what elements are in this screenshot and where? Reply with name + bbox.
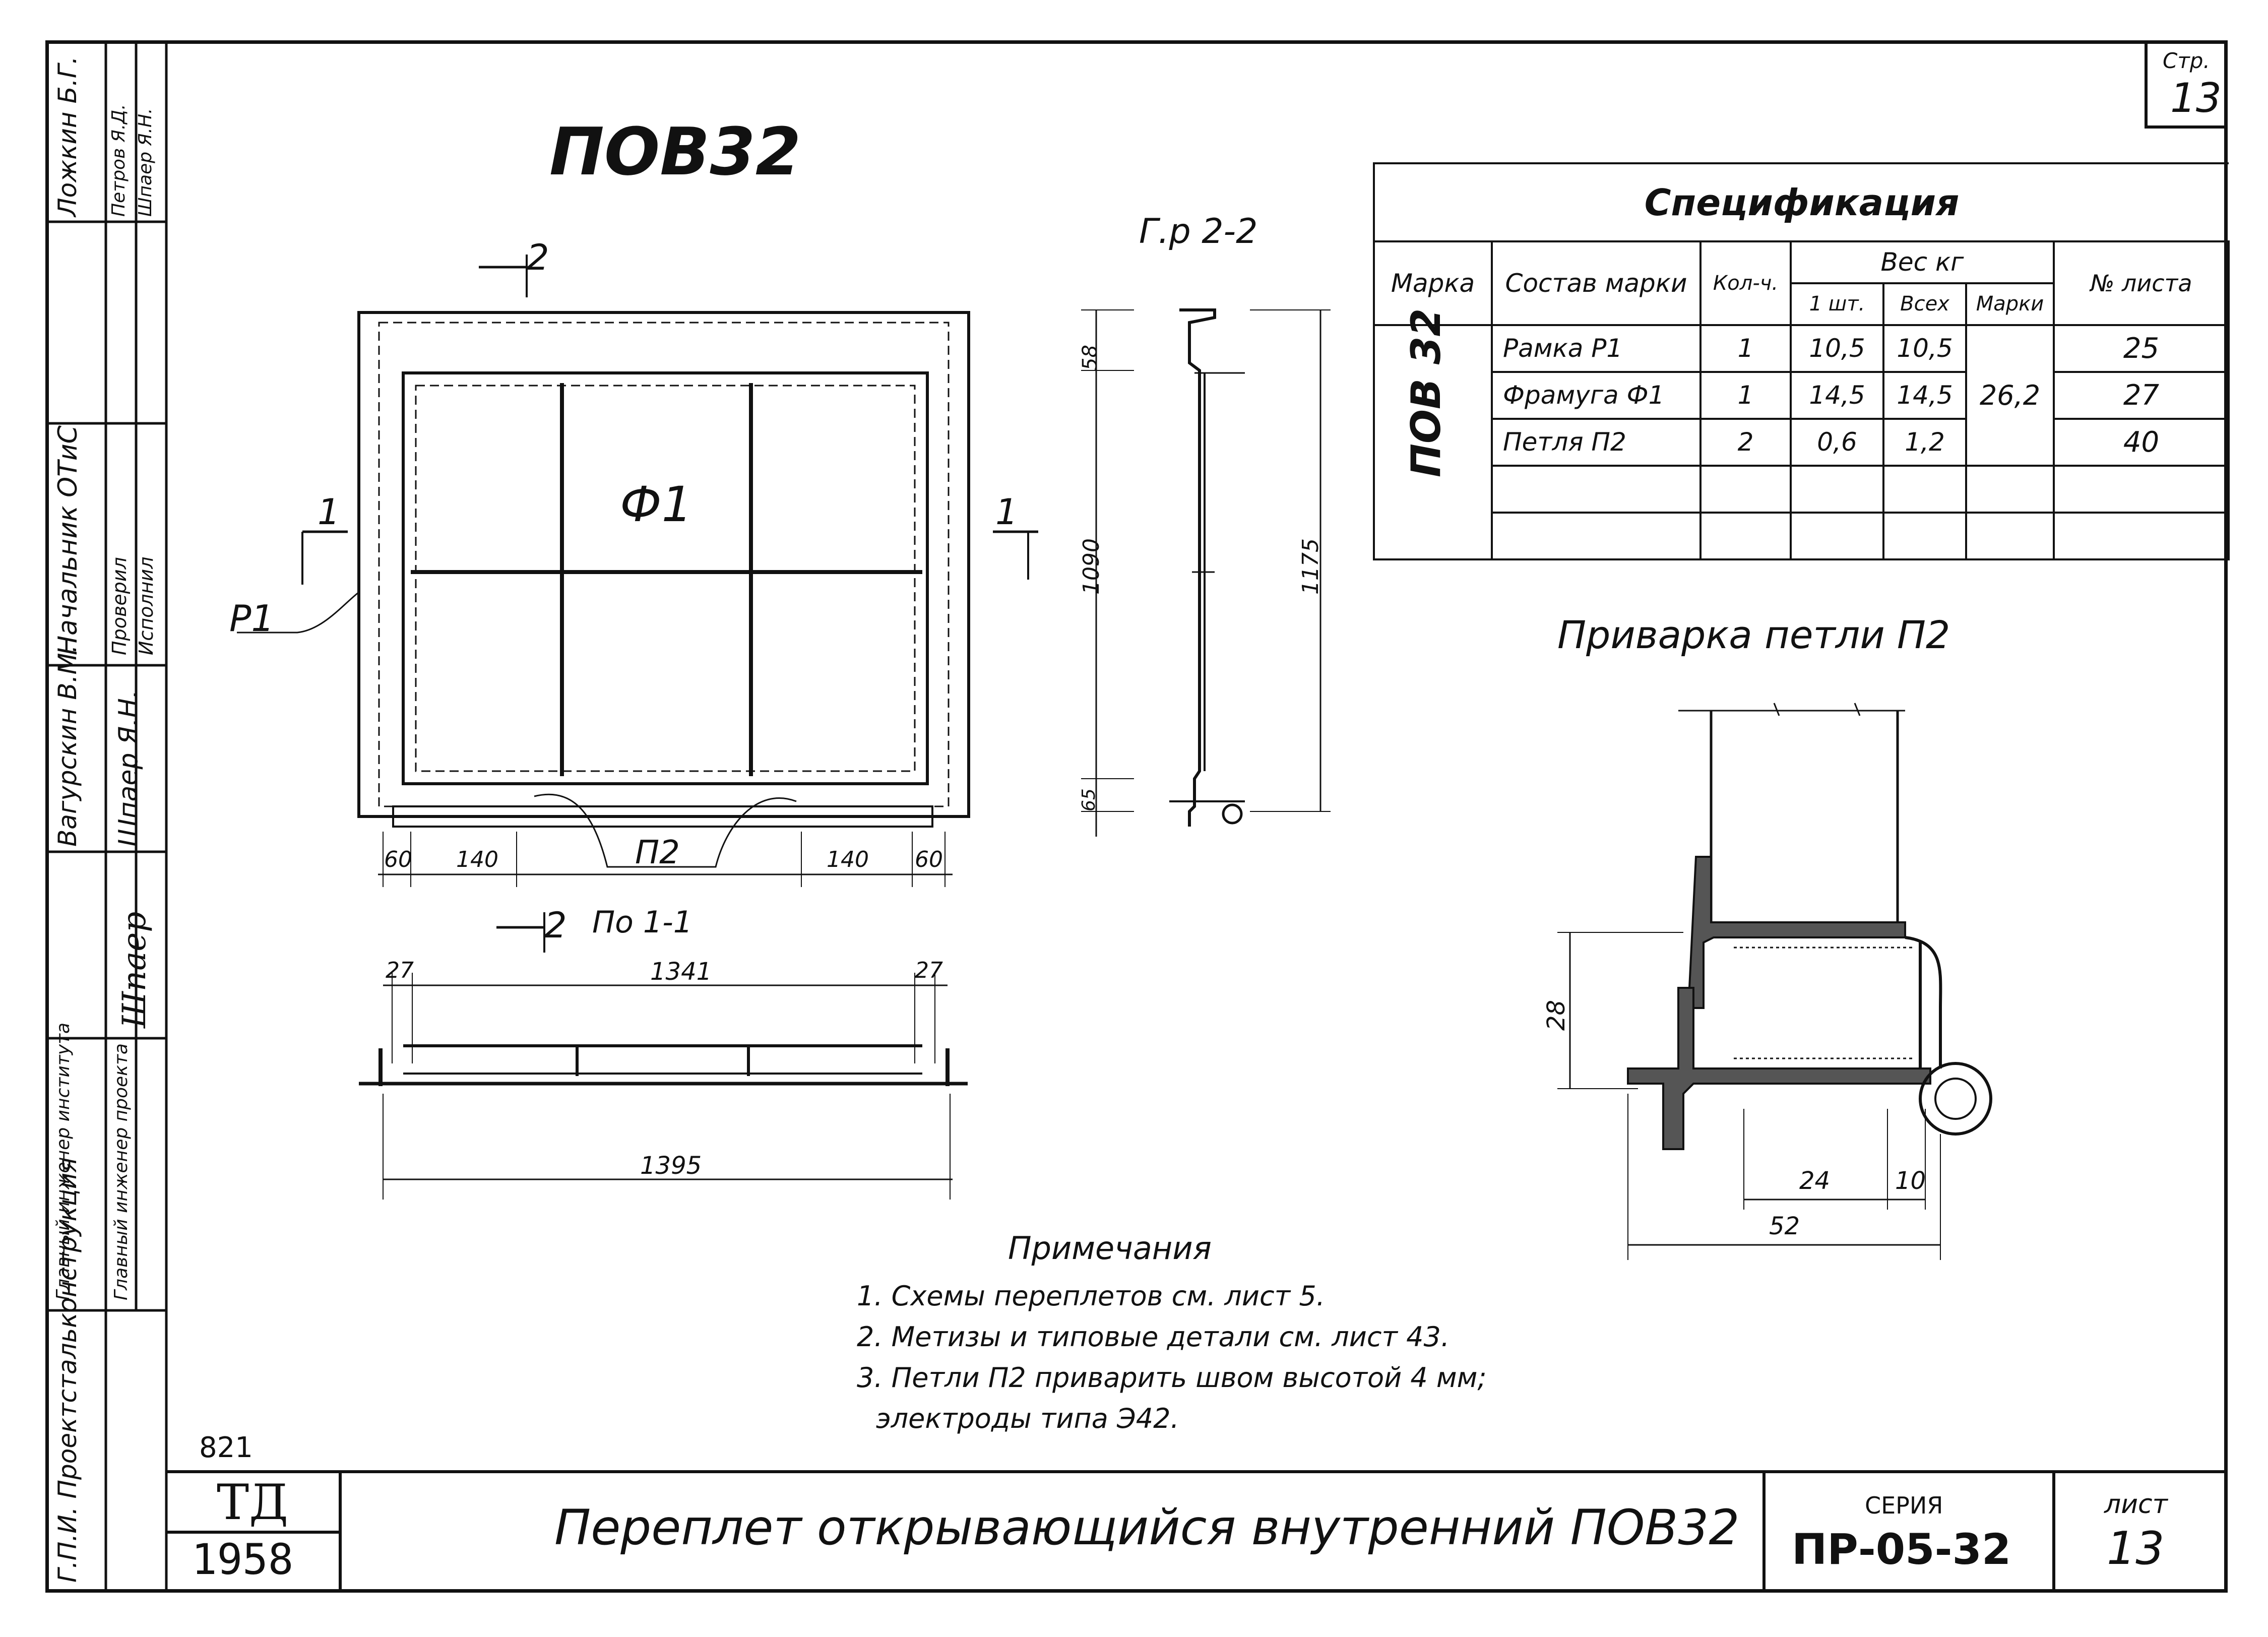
sheet-label: лист — [2104, 1489, 2168, 1520]
note-item: электроды типа Э42. — [876, 1403, 1179, 1434]
spec-row-sheet: 27 — [2053, 370, 2230, 420]
spec-row-one: 0,6 — [1790, 417, 1884, 467]
dim-1341: 1341 — [650, 958, 712, 986]
series-number: ПР-05-32 — [1792, 1525, 2011, 1574]
note-item: 2. Метизы и типовые детали см. лист 43. — [857, 1321, 1450, 1353]
section-mark-2-bottom: 2 — [544, 905, 567, 946]
page-number-box: Стр. 13 — [2145, 40, 2228, 129]
spec-row-one: 10,5 — [1790, 324, 1884, 373]
spec-title: Спецификация — [1373, 162, 2229, 243]
spec-total: 26,2 — [1965, 324, 2055, 467]
spec-header-one: 1 шт. — [1790, 282, 1884, 326]
dim-1395: 1395 — [640, 1152, 702, 1180]
page-number-label: Стр. — [2163, 48, 2210, 73]
notes-title: Примечания — [1008, 1230, 1212, 1267]
spec-row-all: 14,5 — [1882, 370, 1967, 420]
dim-140-left: 140 — [456, 847, 498, 872]
spec-row-name: Фрамуга Ф1 — [1491, 370, 1702, 420]
spec-header-kol: Кол-ч. — [1699, 240, 1792, 326]
spec-row-name: Петля П2 — [1491, 417, 1702, 467]
spec-header-marki: Марки — [1965, 282, 2055, 326]
drawing-title: ПОВ32 — [549, 113, 801, 190]
spec-row-all: 1,2 — [1882, 417, 1967, 467]
archive-number: 821 — [199, 1431, 253, 1464]
spec-row-qty: 2 — [1699, 417, 1792, 467]
spec-header-sheet: № листа — [2053, 240, 2230, 326]
weld-title: Приварка петли П2 — [1557, 612, 1950, 657]
spec-row-name: Рамка Р1 — [1491, 324, 1702, 373]
spec-row-sheet: 25 — [2053, 324, 2230, 373]
spec-row-qty: 1 — [1699, 324, 1792, 373]
spec-header-sostav: Состав марки — [1491, 240, 1702, 326]
section-mark-1-right: 1 — [995, 491, 1018, 533]
weld-dim-10: 10 — [1895, 1167, 1926, 1195]
drawing-frame — [45, 40, 2228, 1593]
spec-mark-cell: ПОВ 32 — [1373, 308, 1493, 561]
dim-60-left: 60 — [384, 847, 412, 872]
specification-table: Спецификация Марка Состав марки Кол-ч. В… — [1373, 162, 2230, 561]
note-item: 3. Петли П2 приварить швом высотой 4 мм; — [857, 1362, 1487, 1394]
sheet-main-title: Переплет открывающийся внутренний ПОВ32 — [554, 1499, 1740, 1556]
spec-row-qty: 1 — [1699, 370, 1792, 420]
dim-27-right: 27 — [915, 958, 943, 983]
spec-row-sheet: 40 — [2053, 417, 2230, 467]
dim-60-right: 60 — [915, 847, 943, 872]
section-2-2-label: Г.р 2-2 — [1139, 212, 1258, 251]
part-p1-label: Р1 — [229, 597, 275, 640]
weld-dim-24: 24 — [1799, 1167, 1831, 1195]
spec-header-all: Всех — [1882, 282, 1967, 326]
notes-list: 1. Схемы переплетов см. лист 5. 2. Метиз… — [857, 1280, 1487, 1443]
page-number: 13 — [2170, 75, 2222, 121]
dim-140-right: 140 — [827, 847, 869, 872]
title-year: 1958 — [192, 1535, 294, 1584]
dim-27-left: 27 — [386, 958, 414, 983]
section-mark-1-left: 1 — [318, 491, 340, 533]
part-f1-label: Ф1 — [620, 476, 692, 533]
spec-row-all: 10,5 — [1882, 324, 1967, 373]
td-mark: ТД — [217, 1474, 289, 1531]
weld-dim-52: 52 — [1769, 1212, 1800, 1240]
section-1-1-label: По 1-1 — [592, 905, 692, 940]
note-item: 1. Схемы переплетов см. лист 5. — [857, 1280, 1325, 1312]
spec-header-marka: Марка — [1373, 240, 1493, 326]
series-label: СЕРИЯ — [1865, 1492, 1943, 1519]
spec-row-one: 14,5 — [1790, 370, 1884, 420]
part-p2-label: П2 — [635, 834, 680, 871]
sheet-number: 13 — [2107, 1522, 2165, 1575]
spec-header-ves: Вес кг — [1790, 240, 2055, 284]
section-mark-2-top: 2 — [527, 237, 549, 278]
